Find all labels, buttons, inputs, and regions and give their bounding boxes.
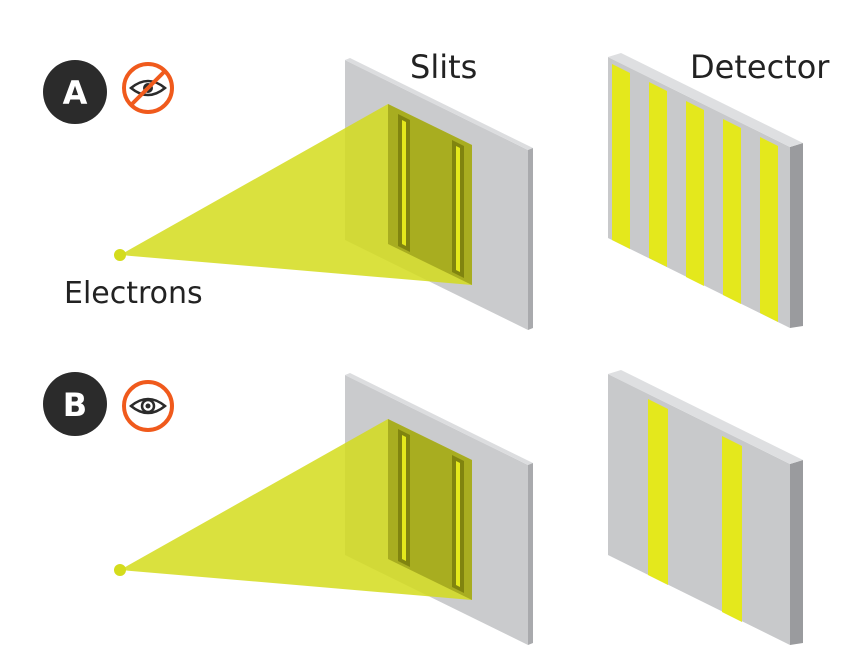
detector-a-stripe-4 [723,119,741,304]
detector-b-stripe-2 [722,436,742,622]
panel-a: A Slits Detector [43,48,830,330]
badge-b-letter: B [63,386,87,424]
electrons-label: Electrons [64,276,203,311]
badge-b: B [43,372,107,436]
slit-box-b [388,419,472,600]
electron-beam-b [120,419,472,600]
panel-b: B [43,370,803,645]
electron-source-a [114,249,126,261]
electron-source-b [114,564,126,576]
detector-a-stripe-1 [612,64,630,249]
detector-a-stripe-3 [686,101,704,286]
detector-label: Detector [690,48,830,86]
eye-crossed-icon [122,62,174,114]
detector-b-stripe-1 [648,399,668,585]
detector-a-stripe-5 [760,137,778,322]
slit-box-a [388,104,472,285]
detector-screen-a [608,53,803,328]
eye-icon [122,380,174,432]
badge-a: A [43,60,107,124]
detector-screen-b [608,370,803,645]
electron-beam-a [120,104,472,285]
detector-a-stripe-2 [649,82,667,267]
slits-label: Slits [410,48,477,86]
badge-a-letter: A [63,74,88,112]
